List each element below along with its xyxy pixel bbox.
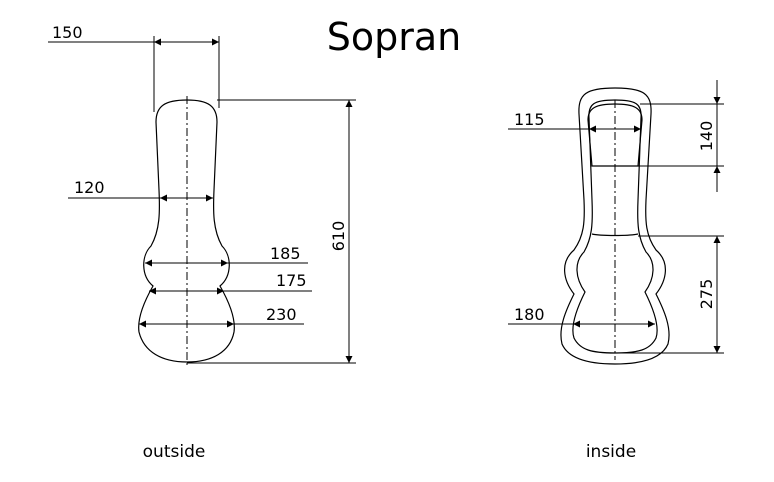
dim-body-width-label: 180 xyxy=(514,305,545,324)
outside-caption: outside xyxy=(143,442,206,462)
dim-upper-bout-label: 185 xyxy=(270,244,301,263)
outside-view: 150 120 185 175 230 610 outside xyxy=(48,23,356,462)
drawing-title: Sopran xyxy=(327,15,461,59)
dim-neck-width-label: 120 xyxy=(74,178,105,197)
dim-top-width-label: 150 xyxy=(52,23,83,42)
dim-waist-label: 175 xyxy=(276,271,307,290)
dim-body-height-label: 275 xyxy=(697,279,716,310)
dim-lower-bout-label: 230 xyxy=(266,305,297,324)
dim-pocket-height-label: 140 xyxy=(697,121,716,152)
inside-view: 115 140 180 275 inside xyxy=(508,80,724,462)
outside-case-outline xyxy=(138,99,235,363)
inside-caption: inside xyxy=(586,442,636,462)
dim-length-label: 610 xyxy=(329,221,348,252)
dim-pocket-width-label: 115 xyxy=(514,110,545,129)
inside-outer-shell xyxy=(560,87,670,365)
